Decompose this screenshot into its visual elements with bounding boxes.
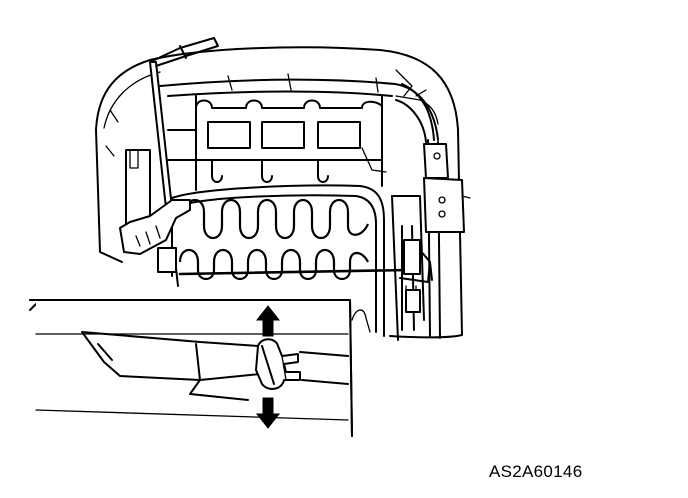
right-cable xyxy=(395,83,435,143)
zigzag-springs xyxy=(178,198,370,281)
upper-frame xyxy=(159,69,439,141)
figure-code: AS2A60146 xyxy=(489,462,583,481)
closeup-clip xyxy=(255,338,301,390)
callout-frame xyxy=(29,299,353,437)
arrow-down-icon xyxy=(255,397,281,429)
upper-grid xyxy=(167,95,387,191)
arrow-up-icon xyxy=(255,305,281,337)
seat-back-cushion xyxy=(95,46,463,339)
right-side-frame xyxy=(391,139,471,341)
closeup-bar xyxy=(81,331,349,401)
left-bracket xyxy=(119,149,191,273)
